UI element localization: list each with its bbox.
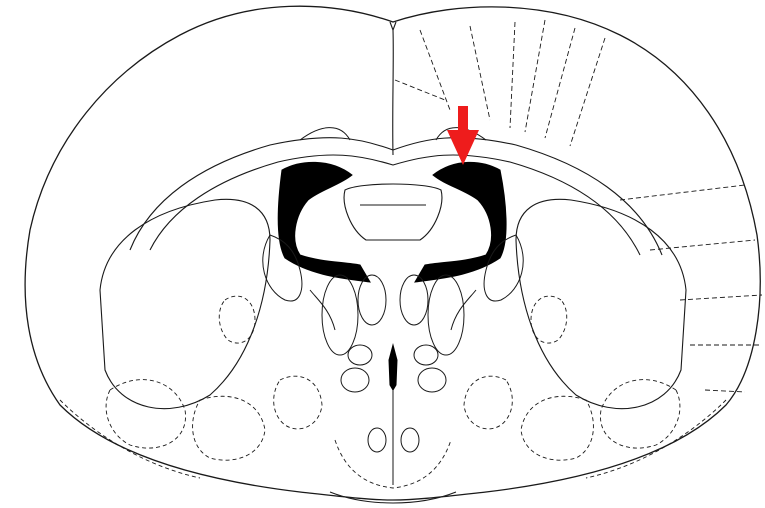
fiber-bundles (263, 235, 523, 330)
nucleus-right-3 (414, 345, 438, 365)
nucleus-left-4 (341, 368, 369, 392)
cortex-boundary-1 (420, 30, 450, 110)
striatum-left (100, 199, 270, 408)
arrow-shaft (458, 106, 468, 132)
dashed-region-left-4 (60, 400, 200, 478)
nucleus-left-3 (348, 345, 372, 365)
third-ventricle (389, 345, 397, 390)
striatum-right (516, 199, 686, 408)
cortex-boundary-4 (525, 20, 545, 132)
cortex-boundary-3 (510, 22, 515, 128)
cortex-boundary-12 (705, 390, 745, 392)
lateral-ventricle-left (278, 162, 370, 282)
dashed-region-left-3 (274, 376, 322, 429)
nucleus-left-1 (322, 275, 358, 355)
cortex-boundary-9 (650, 240, 755, 250)
nucleus-right-4 (418, 368, 446, 392)
cortex-boundary-8 (620, 185, 745, 200)
corpus-callosum-outer (130, 138, 662, 255)
cortex-boundary-10 (680, 295, 762, 300)
dashed-region-right-3 (464, 376, 512, 429)
midline-upper (393, 30, 394, 155)
longitudinal-fissure (390, 22, 396, 30)
arrow-head (447, 130, 479, 165)
dashed-region-left-5 (219, 296, 255, 343)
nucleus-left-5 (368, 428, 386, 452)
septum-outline (344, 184, 442, 240)
cortical-boundaries (395, 20, 762, 392)
dashed-region-left-2 (193, 396, 265, 460)
nucleus-right-5 (401, 428, 419, 452)
cortex-boundary-6 (570, 38, 605, 146)
lateral-ventricle-right (415, 162, 506, 282)
nucleus-right-1 (428, 275, 464, 355)
cortex-boundary-2 (470, 26, 490, 120)
dashed-region-right-2 (521, 396, 593, 460)
cortex-boundary-5 (545, 28, 575, 138)
nucleus-left-2 (358, 275, 386, 325)
nucleus-right-2 (400, 275, 428, 325)
dashed-region-right-5 (531, 296, 567, 343)
cortex-boundary-7 (395, 80, 445, 100)
dashed-region-right-4 (586, 400, 726, 478)
